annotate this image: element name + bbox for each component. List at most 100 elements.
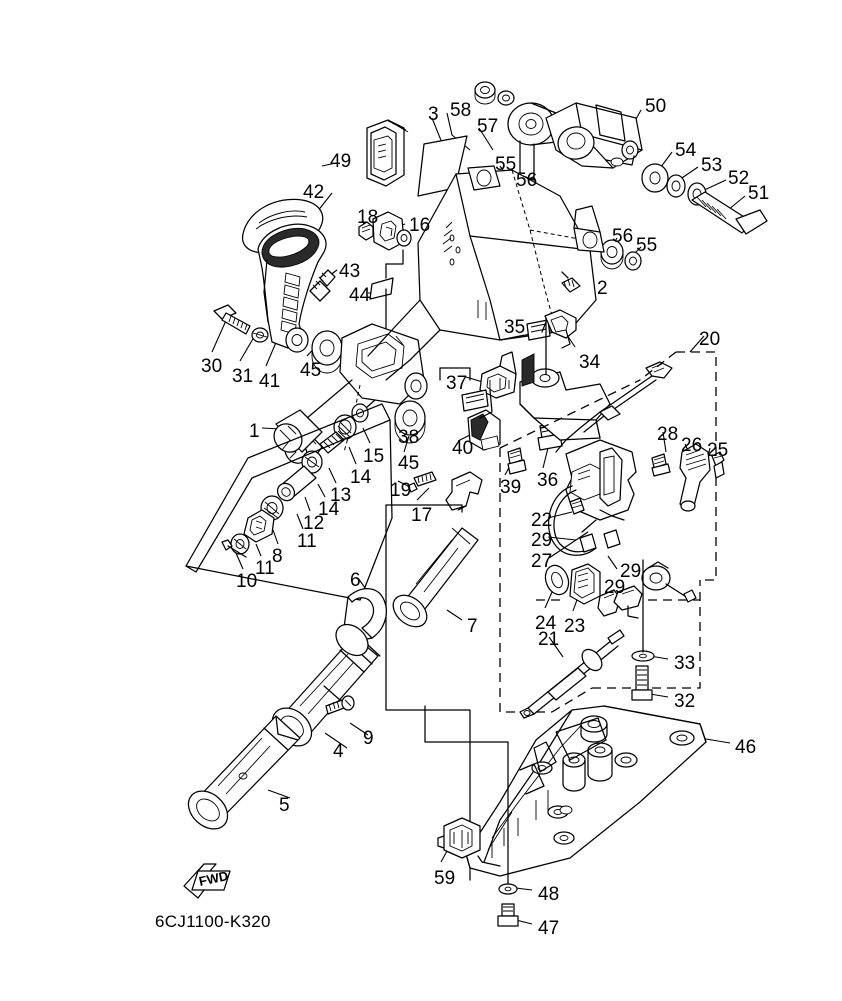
- callout-37: 37: [446, 373, 468, 394]
- part-48-shape: [424, 705, 518, 895]
- center-bracket-plate: [439, 317, 611, 441]
- callout-22: 22: [531, 510, 553, 531]
- part-20-harness: [555, 361, 673, 453]
- svg-text:FWD: FWD: [198, 868, 230, 889]
- callout-41: 41: [259, 371, 281, 392]
- part-47-shape: [497, 903, 519, 927]
- callout-46: 46: [735, 737, 757, 758]
- callout-55-b: 55: [636, 235, 658, 256]
- part-7-shape: [392, 527, 479, 628]
- callout-50: 50: [645, 96, 667, 117]
- part-41-shape: [257, 223, 327, 353]
- callout-33: 33: [674, 653, 696, 674]
- switch-assembly: [548, 439, 637, 556]
- part-37-shape: [479, 351, 517, 399]
- part-33-shape: [631, 559, 655, 662]
- callout-39: 39: [500, 477, 522, 498]
- callout-14-b: 14: [318, 499, 340, 520]
- part-39-shape: [507, 447, 527, 475]
- callout-35: 35: [504, 317, 526, 338]
- callout-47: 47: [538, 918, 560, 939]
- part-5-shape: [187, 715, 301, 830]
- part-38-shape: [461, 389, 489, 412]
- fwd-arrow-icon: FWD: [183, 863, 231, 899]
- callout-59: 59: [434, 868, 456, 889]
- callout-14-a: 14: [350, 467, 372, 488]
- callout-28: 28: [657, 424, 679, 445]
- callout-20: 20: [699, 329, 721, 350]
- callout-29-c: 29: [604, 577, 626, 598]
- part-51-shape: [691, 191, 768, 235]
- callout-53: 53: [701, 155, 723, 176]
- callout-13: 13: [330, 485, 352, 506]
- callout-56-b: 56: [612, 226, 634, 247]
- part-26-shape: [679, 443, 711, 512]
- small-parts-chain: [221, 403, 369, 558]
- callout-32: 32: [674, 691, 696, 712]
- callout-1: 1: [249, 421, 260, 442]
- callout-34: 34: [579, 352, 601, 373]
- callout-18: 18: [357, 207, 379, 228]
- callout-36: 36: [537, 470, 559, 491]
- left-group-outline: [185, 403, 393, 601]
- tilt-lever-small: [613, 561, 697, 619]
- callout-8: 8: [272, 546, 283, 567]
- part-25-shape: [711, 451, 725, 479]
- part-28-shape: [651, 453, 671, 477]
- callout-21: 21: [538, 629, 560, 650]
- callout-19: 19: [390, 480, 412, 501]
- callout-45-b: 45: [398, 453, 420, 474]
- part-34-shape: [541, 309, 577, 349]
- callout-29-b: 29: [620, 561, 642, 582]
- part-40-shape: [467, 409, 501, 451]
- callout-17: 17: [411, 505, 433, 526]
- part-9-shape: [325, 695, 355, 715]
- tiller-arm-main-body: [284, 165, 605, 464]
- callout-3: 3: [428, 104, 439, 125]
- part-16-shape: [372, 211, 412, 251]
- part-24-shape: [544, 564, 570, 596]
- part-18-shape: [358, 221, 374, 241]
- callout-40: 40: [452, 438, 474, 459]
- callout-15: 15: [363, 446, 385, 467]
- callout-30: 30: [201, 356, 223, 377]
- callout-43: 43: [339, 261, 361, 282]
- part-55-lower-shape: [624, 251, 642, 271]
- callout-52: 52: [728, 168, 750, 189]
- callout-29-a: 29: [531, 530, 553, 551]
- callout-23: 23: [564, 616, 586, 637]
- part-2-shape: [561, 271, 581, 293]
- part-53-shape: [666, 174, 686, 198]
- callout-42: 42: [303, 182, 325, 203]
- part-58-shape: [474, 81, 496, 105]
- callout-10: 10: [236, 571, 258, 592]
- part-59-shape: [437, 817, 481, 859]
- callout-11-b: 11: [255, 558, 275, 579]
- part-45-upper-shape: [311, 330, 343, 374]
- part-code-label: 6CJ1100-K320: [155, 912, 271, 931]
- callout-6: 6: [350, 570, 361, 591]
- callout-55-a: 55: [495, 154, 517, 175]
- callout-5: 5: [279, 795, 290, 816]
- part-21-shape: [519, 629, 625, 719]
- callout-26: 26: [681, 435, 703, 456]
- part-45-lower-shape: [394, 400, 426, 444]
- callout-38: 38: [398, 427, 420, 448]
- callout-44: 44: [349, 285, 371, 306]
- part-57-shape: [497, 90, 515, 106]
- callout-45-a: 45: [300, 360, 322, 381]
- callout-11-a: 11: [297, 531, 317, 552]
- part-50-shape: [507, 102, 643, 181]
- callout-51: 51: [748, 183, 770, 204]
- part-30-shape: [213, 304, 251, 335]
- part-54-shape: [641, 163, 669, 193]
- part-23-shape: [569, 563, 601, 605]
- part-17-shape: [445, 471, 483, 511]
- callout-12: 12: [303, 513, 325, 534]
- part-46-shape: [465, 705, 707, 877]
- callout-58: 58: [450, 100, 472, 121]
- callout-2: 2: [597, 278, 608, 299]
- callout-4: 4: [333, 741, 344, 762]
